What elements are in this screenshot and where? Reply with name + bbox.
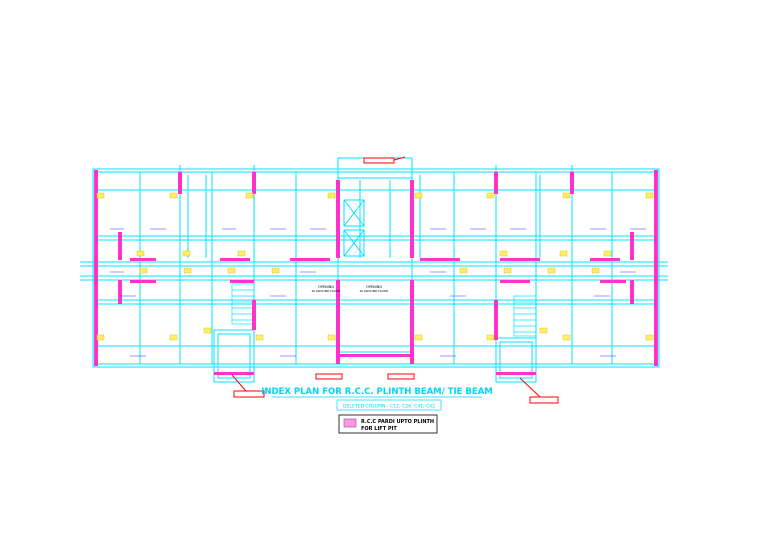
legend-swatch [343, 418, 357, 428]
opening-right-label-1: OPENING [366, 285, 382, 289]
opening-left-label-1: OPENING [318, 285, 334, 289]
beam-label-ticks [110, 228, 646, 357]
drawing-title: INDEX PLAN FOR R.C.C. PLINTH BEAM/ TIE B… [261, 387, 493, 397]
rcc-columns [94, 170, 658, 375]
column-tags [96, 192, 654, 341]
legend-line-2: FOR LIFT PIT [361, 426, 397, 432]
red-reference-markers [231, 156, 559, 404]
bottom-projections [213, 329, 537, 383]
corridor-band [80, 189, 668, 347]
legend-line-1: R.C.C PARDI UPTO PLINTH [361, 419, 434, 425]
opening-left-label-2: IN GROUND FLOOR [312, 289, 341, 293]
stair-right [513, 295, 537, 337]
drawing-subtitle: DELETED COLUMN - C12, C26, C41, C42 [343, 404, 435, 410]
legend-box: R.C.C PARDI UPTO PLINTH FOR LIFT PIT [338, 414, 438, 434]
lift-shaft [343, 199, 365, 257]
drawing-title-block: INDEX PLAN FOR R.C.C. PLINTH BEAM/ TIE B… [261, 387, 493, 411]
opening-annotations: OPENING IN GROUND FLOOR OPENING IN GROUN… [312, 285, 389, 293]
opening-right-label-2: IN GROUND FLOOR [360, 289, 389, 293]
